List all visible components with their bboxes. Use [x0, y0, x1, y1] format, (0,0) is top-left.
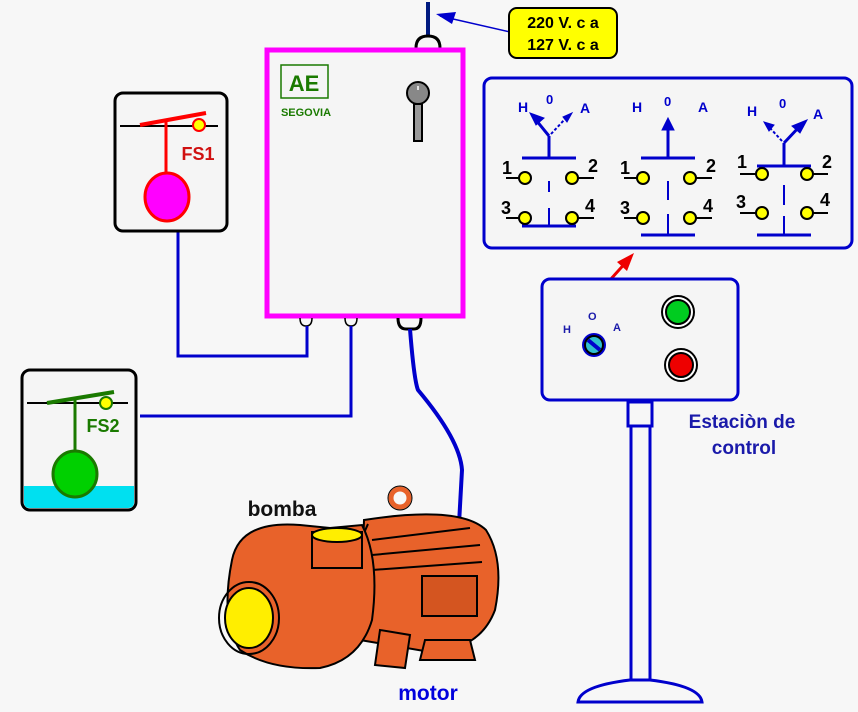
pos3-label-h: H: [747, 103, 757, 119]
control-station-title-2: control: [712, 438, 776, 459]
contact-2: 2: [822, 152, 832, 172]
pump-discharge: [311, 527, 363, 543]
control-panel: [264, 47, 466, 319]
arrow-head-icon: [436, 12, 456, 24]
supply-voltage-line2: 127 V. c a: [527, 37, 599, 54]
pos1-label-0: 0: [546, 92, 553, 107]
control-station-box: [540, 277, 740, 402]
stop-button[interactable]: [664, 348, 698, 382]
pos1-label-a: A: [580, 100, 590, 116]
pos1-label-h: H: [518, 99, 528, 115]
contact-3: 3: [501, 198, 511, 218]
gland-fs2: [344, 317, 358, 327]
contact-1: 1: [737, 152, 747, 172]
selector-knob[interactable]: [582, 333, 606, 357]
brand-logo: AE: [289, 71, 320, 96]
brand-location: SEGOVIA: [281, 107, 331, 119]
contact-1: 1: [620, 158, 630, 178]
contact-2: 2: [588, 156, 598, 176]
pump-motor-illustration: [218, 485, 500, 670]
brand-logo-box: [280, 64, 329, 99]
wire-motor: [408, 328, 465, 579]
contact-2: 2: [706, 156, 716, 176]
start-button[interactable]: [661, 295, 695, 329]
contact-4: 4: [820, 190, 830, 210]
selector-diagram: [482, 76, 854, 250]
fs2-arm: [46, 390, 115, 405]
pos3-label-0: 0: [779, 96, 786, 111]
pump-suction-inlet: [224, 587, 274, 649]
supply-gland: [414, 34, 442, 49]
float-switch-fs2: [20, 368, 138, 512]
float-switch-fs1: [113, 91, 229, 233]
selector-position-auto: [757, 119, 811, 237]
supply-voltage-note: [508, 7, 618, 59]
fs2-contact: [99, 396, 113, 410]
motor-label: motor: [398, 682, 458, 705]
selector-contacts: [506, 167, 828, 225]
contact-1: 1: [502, 158, 512, 178]
contact-3: 3: [736, 192, 746, 212]
selector-position-hand: [522, 111, 576, 228]
knob-label-o: O: [588, 311, 597, 323]
fs1-float: [143, 171, 191, 223]
selector-position-off: [641, 116, 695, 237]
gland-motor: [396, 317, 423, 331]
red-arrow-head-icon: [617, 253, 634, 271]
pos2-label-0: 0: [664, 94, 671, 109]
pos2-label-h: H: [632, 99, 642, 115]
fs2-float: [51, 449, 99, 499]
contact-4: 4: [585, 196, 595, 216]
fs1-contact: [192, 118, 206, 132]
control-station-title-1: Estaciòn de: [689, 412, 796, 433]
terminal-box: [421, 575, 478, 617]
wire-fs1: [176, 232, 309, 358]
key-icon[interactable]: [406, 81, 430, 142]
wire-fs2: [140, 326, 353, 418]
supply-voltage-line1: 220 V. c a: [527, 15, 599, 32]
pos3-label-a: A: [813, 106, 823, 122]
contact-3: 3: [620, 198, 630, 218]
fs1-label: FS1: [181, 144, 214, 164]
fs1-arm: [139, 111, 207, 127]
contact-4: 4: [703, 196, 713, 216]
gland-fs1: [299, 317, 313, 327]
contact-numbers: 1 2 3 4 1 2 3 4 1 2 3 4: [501, 152, 832, 218]
control-station-pedestal: [576, 400, 704, 704]
pos2-label-a: A: [698, 99, 708, 115]
knob-label-a: A: [613, 322, 621, 334]
knob-label-h: H: [563, 324, 571, 336]
pump-label: bomba: [248, 498, 317, 521]
fs2-label: FS2: [86, 416, 119, 436]
